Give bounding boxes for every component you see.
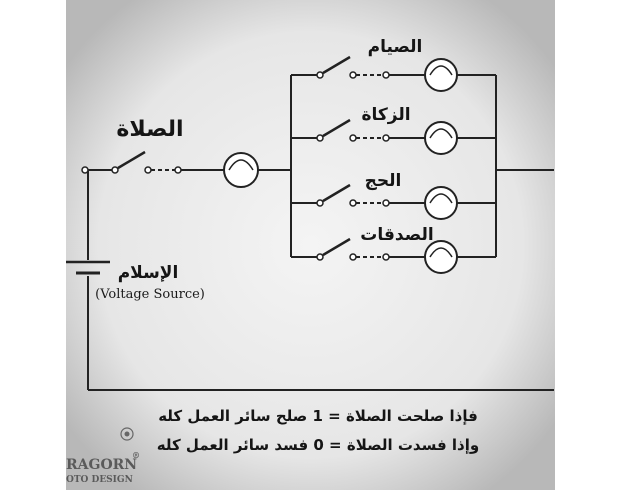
main-wires bbox=[87, 75, 554, 391]
watermark-top: RAGORN bbox=[66, 457, 137, 473]
watermark-trademark: ® bbox=[132, 450, 140, 460]
series-bulb bbox=[223, 152, 259, 188]
branch-4 bbox=[291, 237, 496, 274]
branch-1-label: الصيام bbox=[368, 37, 423, 57]
watermark-bottom: OTO DESIGN bbox=[66, 475, 133, 485]
branch-3-label: الحج bbox=[365, 171, 402, 191]
branch-4-label: الصدقات bbox=[360, 225, 433, 245]
main-switch bbox=[81, 150, 182, 174]
diagram-panel bbox=[66, 0, 555, 490]
source-note: (Voltage Source) bbox=[95, 287, 205, 302]
branch-1 bbox=[291, 55, 496, 92]
battery-symbol bbox=[66, 260, 110, 275]
source-label: الإسلام bbox=[118, 263, 179, 283]
branch-2-label: الزكاة bbox=[361, 105, 410, 125]
logo-emblem bbox=[120, 427, 134, 441]
main-switch-label: الصلاة bbox=[116, 117, 183, 142]
branch-3 bbox=[291, 183, 496, 220]
equation-line-2: وإذا فسدت الصلاة = 0 فسد سائر العمل كله bbox=[157, 436, 479, 454]
equation-line-1: فإذا صلحت الصلاة = 1 صلح سائر العمل كله bbox=[158, 407, 478, 425]
branch-2 bbox=[291, 118, 496, 155]
